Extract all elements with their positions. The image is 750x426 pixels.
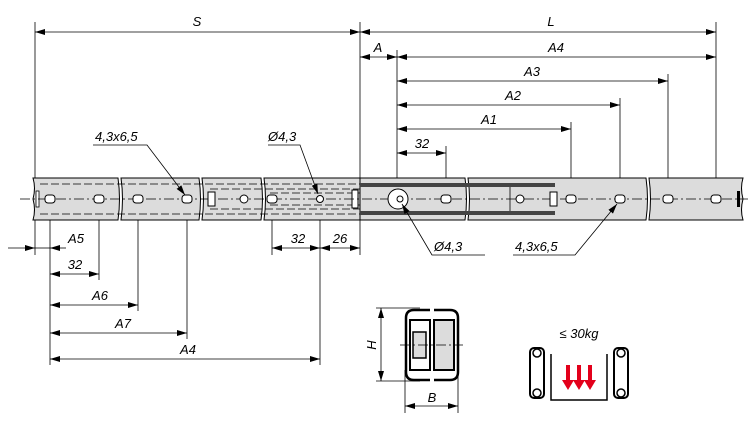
- top-dimensions: [35, 29, 716, 156]
- dim-A3: A3: [523, 64, 541, 79]
- callout-slot-left: 4,3x6,5: [95, 129, 138, 144]
- dim-B: B: [428, 390, 437, 405]
- dim-S: S: [193, 14, 202, 29]
- dim-26: 26: [332, 231, 348, 246]
- dim-A4-top: A4: [547, 40, 564, 55]
- callout-slot-right: 4,3x6,5: [515, 239, 558, 254]
- callout-leaders: [93, 144, 618, 256]
- dim-A1: A1: [480, 112, 497, 127]
- dim-L: L: [547, 14, 554, 29]
- dim-32-mid: 32: [291, 231, 306, 246]
- dim-A2: A2: [504, 88, 522, 103]
- callout-hole-right: Ø4,3: [433, 239, 463, 254]
- load-capacity-icon: [529, 347, 629, 401]
- dim-A6: A6: [91, 288, 109, 303]
- dim-32-top: 32: [415, 136, 430, 151]
- load-arrows: [562, 365, 596, 390]
- dim-A: A: [373, 40, 383, 55]
- dim-A5: A5: [67, 231, 85, 246]
- cross-section: [376, 307, 463, 413]
- load-capacity-label: ≤ 30kg: [560, 326, 600, 341]
- dim-32-bottom: 32: [68, 257, 83, 272]
- dim-H: H: [364, 340, 379, 350]
- dim-A7: A7: [114, 316, 132, 331]
- callout-hole-mid: Ø4,3: [267, 129, 297, 144]
- dim-A4-bottom: A4: [179, 342, 196, 357]
- mounting-holes: [44, 188, 722, 210]
- bottom-dimensions: [8, 245, 360, 362]
